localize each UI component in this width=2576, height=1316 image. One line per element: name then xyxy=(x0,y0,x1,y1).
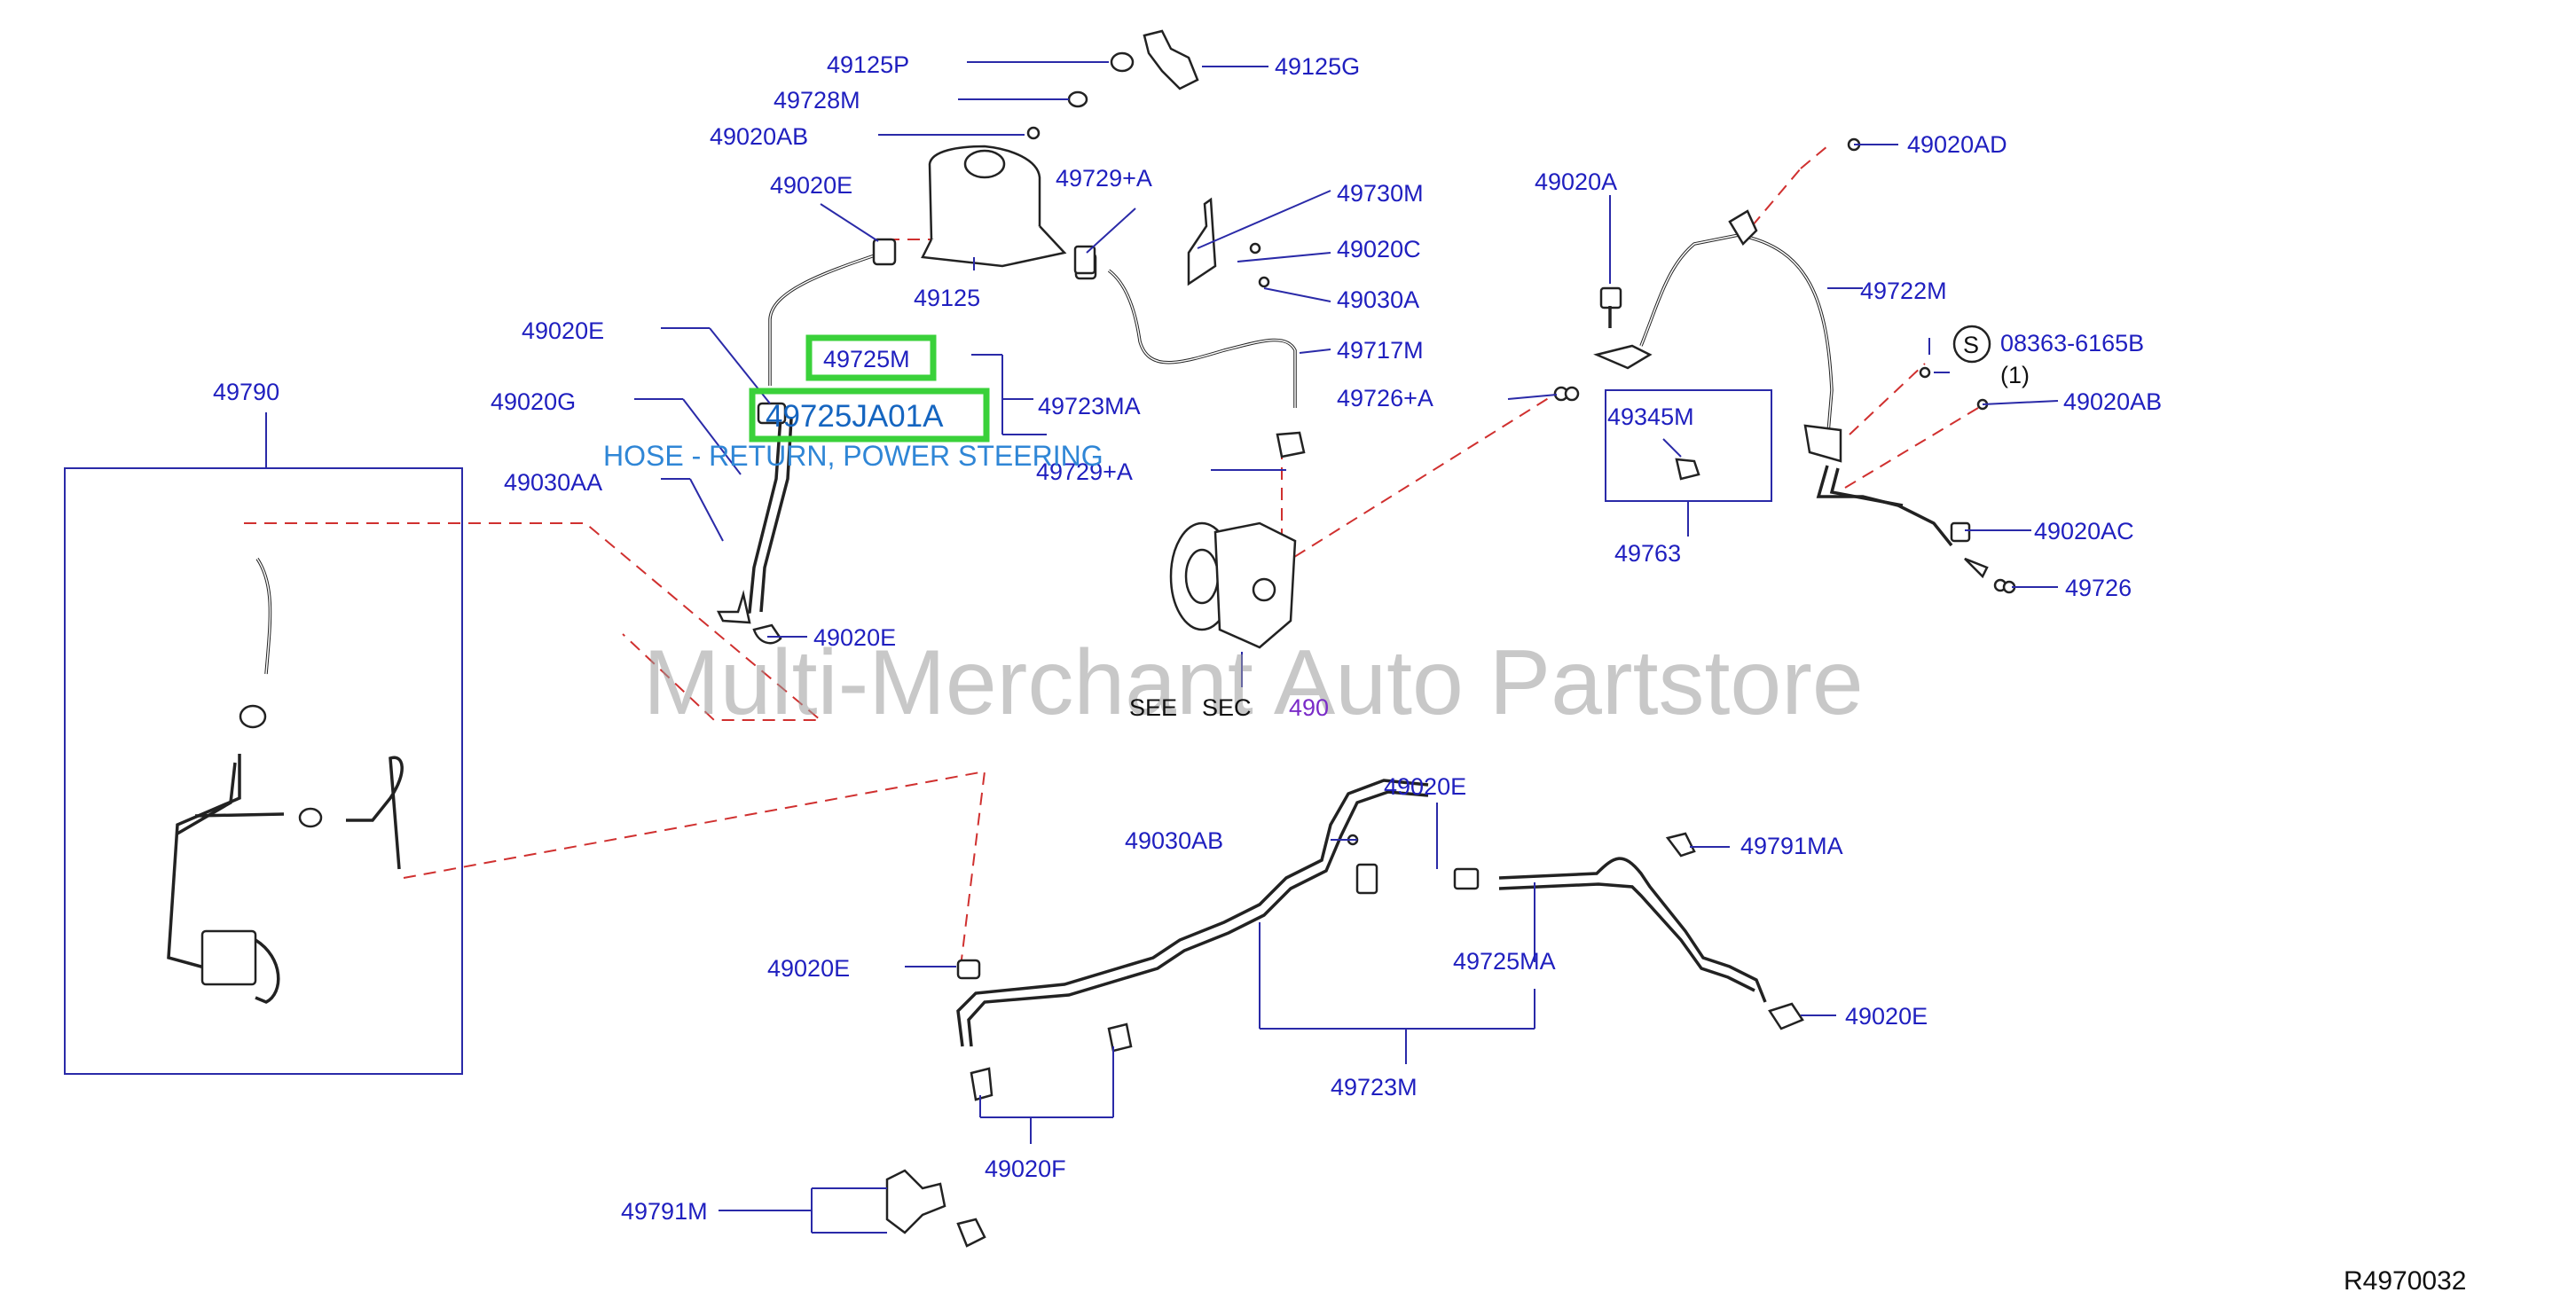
label-49020E-bottom-right[interactable]: 49020E xyxy=(1845,1003,1928,1030)
leader-lines xyxy=(634,61,2059,1234)
label-49020E-bottom-left[interactable]: 49020E xyxy=(767,955,850,982)
highlight-box-49725M[interactable] xyxy=(805,334,937,381)
label-49125[interactable]: 49125 xyxy=(914,285,980,311)
label-49020E-mid[interactable]: 49020E xyxy=(813,624,896,651)
label-49790[interactable]: 49790 xyxy=(213,379,279,405)
label-49020E-lower[interactable]: 49020E xyxy=(1384,773,1466,800)
label-49722M[interactable]: 49722M xyxy=(1860,278,1947,304)
label-49726A[interactable]: 49726+A xyxy=(1337,385,1433,411)
label-49791MA[interactable]: 49791MA xyxy=(1740,833,1843,859)
label-49726[interactable]: 49726 xyxy=(2065,575,2132,601)
label-49020E-left[interactable]: 49020E xyxy=(522,317,604,344)
diagram-reference-code: R4970032 xyxy=(2344,1266,2466,1296)
label-08363-qty: (1) xyxy=(2000,362,2030,388)
highlighted-part: 49725M 49725JA01A HOSE - RETURN, POWER S… xyxy=(603,346,1103,472)
label-49729A-bottom[interactable]: 49729+A xyxy=(1036,458,1133,485)
label-49723MA[interactable]: 49723MA xyxy=(1038,393,1141,419)
label-49020AB-top[interactable]: 49020AB xyxy=(710,123,808,150)
label-49725MA[interactable]: 49725MA xyxy=(1453,948,1556,975)
sensor-box-49763 xyxy=(1605,389,1772,537)
label-49020C[interactable]: 49020C xyxy=(1337,236,1421,262)
label-49791M[interactable]: 49791M xyxy=(621,1198,708,1225)
label-49020AC[interactable]: 49020AC xyxy=(2034,518,2134,544)
label-sec: SEC xyxy=(1202,694,1252,721)
label-49730M[interactable]: 49730M xyxy=(1337,180,1424,207)
reservoir-49125 xyxy=(921,145,1067,270)
label-see: SEE xyxy=(1129,694,1177,721)
watermark: Multi-Merchant Auto Partstore xyxy=(643,631,1864,734)
s-mark-circle xyxy=(1952,325,1991,364)
label-49717M[interactable]: 49717M xyxy=(1337,337,1424,364)
lower-pipe-49723M xyxy=(956,779,1804,1047)
highlighted-part-number[interactable]: 49725M xyxy=(823,346,910,372)
label-49125P[interactable]: 49125P xyxy=(827,51,909,78)
label-08363-6165B[interactable]: 08363-6165B xyxy=(2000,330,2144,356)
label-49763[interactable]: 49763 xyxy=(1614,540,1681,567)
label-49020E-reservoir[interactable]: 49020E xyxy=(770,172,852,199)
pressure-hose-49722M xyxy=(1553,137,2016,594)
power-steering-pump xyxy=(1169,521,1297,687)
label-49125G[interactable]: 49125G xyxy=(1275,53,1360,80)
label-49729A-top[interactable]: 49729+A xyxy=(1056,165,1152,192)
label-section-490[interactable]: 490 xyxy=(1289,694,1329,721)
label-49020F[interactable]: 49020F xyxy=(985,1155,1066,1182)
s-mark: S xyxy=(1963,332,1979,358)
label-49020AB-right[interactable]: 49020AB xyxy=(2063,388,2162,415)
label-49020G[interactable]: 49020G xyxy=(491,388,576,415)
highlighted-oem-number[interactable]: 49725JA01A xyxy=(766,399,944,434)
label-49030AB[interactable]: 49030AB xyxy=(1125,827,1223,854)
label-49020A[interactable]: 49020A xyxy=(1535,168,1617,195)
bracket-49125G xyxy=(1026,29,1199,275)
highlighted-part-description: HOSE - RETURN, POWER STEERING xyxy=(603,440,1103,472)
label-49020AD[interactable]: 49020AD xyxy=(1907,131,2007,158)
label-49723M[interactable]: 49723M xyxy=(1331,1074,1418,1101)
label-49345M[interactable]: 49345M xyxy=(1607,403,1694,430)
assembly-49790 xyxy=(64,412,463,1075)
label-49030AA[interactable]: 49030AA xyxy=(504,469,602,496)
label-49728M[interactable]: 49728M xyxy=(774,87,860,114)
highlight-box-49725JA01A[interactable] xyxy=(749,388,990,443)
label-49030A[interactable]: 49030A xyxy=(1337,286,1419,313)
clips-49020F xyxy=(885,1022,1133,1248)
part-labels: 49125P 49125G 49728M 49020AB 49020E 4972… xyxy=(213,51,2466,1296)
